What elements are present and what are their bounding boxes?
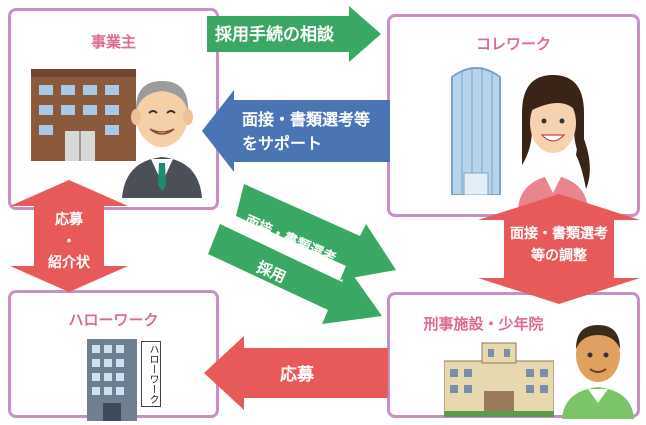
support-arrow: 面接・書類選考等 をサポート — [202, 90, 390, 172]
office-building-icon — [31, 69, 136, 165]
apply-intro-dot: ・ — [62, 233, 76, 250]
coordination-line1: 面接・書類選考 — [510, 226, 608, 242]
apply-intro-line2: 紹介状 — [48, 255, 90, 272]
consult-arrow: 採用手続の相談 — [207, 6, 381, 62]
corework-box: コレワーク — [387, 14, 640, 217]
interview-docs-arrow: 面接・書類選考 — [236, 184, 396, 292]
employer-title: 事業主 — [90, 33, 136, 51]
hellowork-sign: ハローワーク — [141, 341, 161, 407]
hellowork-box: ハローワーク ハローワーク — [8, 290, 219, 421]
employer-box: 事業主 — [8, 8, 219, 210]
facility-box: 刑事施設・少年院 — [387, 292, 640, 421]
consult-label: 採用手続の相談 — [215, 25, 334, 45]
facility-building-icon — [443, 341, 555, 421]
coordination-line2: 等の調整 — [531, 247, 587, 264]
apply-label: 応募 — [280, 365, 314, 385]
businessman-avatar — [117, 73, 207, 202]
coordination-arrow: 面接・書類選考 等の調整 — [478, 194, 640, 304]
female-staff-avatar — [508, 69, 598, 213]
hire-arrow: 採用 — [208, 224, 382, 336]
corework-title: コレワーク — [475, 35, 551, 53]
apply-intro-arrow: 応募 ・ 紹介状 — [10, 180, 128, 292]
coordination-label: 面接・書類選考 等の調整 — [492, 224, 626, 267]
apply-intro-line1: 応募 — [55, 212, 83, 228]
young-man-avatar — [560, 319, 636, 423]
apply-intro-label: 応募 ・ 紹介状 — [34, 210, 104, 275]
support-label-line1: 面接・書類選考等 — [242, 110, 371, 129]
support-label-line2: をサポート — [242, 134, 323, 153]
hellowork-building-icon — [87, 339, 151, 425]
office-tower-icon — [446, 55, 506, 199]
apply-arrow: 応募 — [204, 336, 388, 410]
facility-title: 刑事施設・少年院 — [423, 315, 544, 333]
hellowork-title: ハローワーク — [68, 311, 159, 329]
